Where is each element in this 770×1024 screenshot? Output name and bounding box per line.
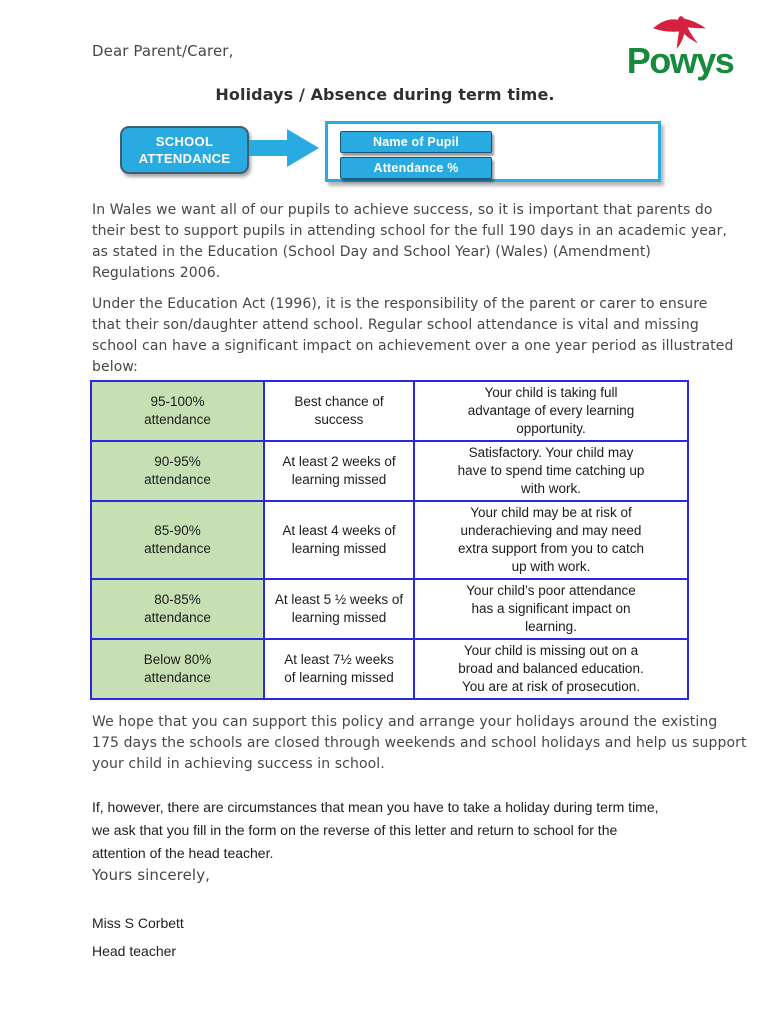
impact-cell: Satisfactory. Your child may have to spe… bbox=[413, 440, 689, 502]
learning-missed-cell: Best chance of success bbox=[263, 380, 415, 442]
learning-missed-cell: At least 2 weeks of learning missed bbox=[263, 440, 415, 502]
school-attendance-label: SCHOOL ATTENDANCE bbox=[138, 134, 231, 166]
signature-role: Head teacher bbox=[92, 943, 177, 959]
table-row: Below 80% attendance At least 7½ weeks o… bbox=[90, 638, 689, 700]
sign-off: Yours sincerely, bbox=[92, 866, 211, 884]
powys-logo: Powys bbox=[612, 12, 748, 81]
learning-missed-cell: At least 4 weeks of learning missed bbox=[263, 500, 415, 580]
table-row: 80-85% attendance At least 5 ½ weeks of … bbox=[90, 578, 689, 640]
attendance-range-cell: 90-95% attendance bbox=[90, 440, 265, 502]
paragraph-education-act: Under the Education Act (1996), it is th… bbox=[92, 296, 734, 375]
page-title: Holidays / Absence during term time. bbox=[215, 85, 555, 104]
red-kite-bird-icon bbox=[653, 16, 706, 49]
learning-missed-cell: At least 7½ weeks of learning missed bbox=[263, 638, 415, 700]
school-attendance-box: SCHOOL ATTENDANCE bbox=[120, 126, 249, 174]
attendance-impact-table: 95-100% attendance Best chance of succes… bbox=[90, 380, 689, 700]
impact-cell: Your child’s poor attendance has a signi… bbox=[413, 578, 689, 640]
table-row: 85-90% attendance At least 4 weeks of le… bbox=[90, 500, 689, 580]
paragraph-support-policy: We hope that you can support this policy… bbox=[92, 714, 747, 772]
impact-cell: Your child is taking full advantage of e… bbox=[413, 380, 689, 442]
red-kite-bird-path bbox=[653, 16, 706, 49]
impact-cell: Your child is missing out on a broad and… bbox=[413, 638, 689, 700]
paragraph-wales-success: In Wales we want all of our pupils to ac… bbox=[92, 202, 728, 281]
attendance-range-cell: 80-85% attendance bbox=[90, 578, 265, 640]
attendance-range-cell: 95-100% attendance bbox=[90, 380, 265, 442]
impact-cell: Your child may be at risk of underachiev… bbox=[413, 500, 689, 580]
name-of-pupil-button[interactable]: Name of Pupil bbox=[340, 131, 492, 153]
learning-missed-cell: At least 5 ½ weeks of learning missed bbox=[263, 578, 415, 640]
right-arrow-icon bbox=[249, 129, 319, 167]
attendance-percent-button[interactable]: Attendance % bbox=[340, 157, 492, 179]
signature-name: Miss S Corbett bbox=[92, 915, 184, 931]
table-row: 95-100% attendance Best chance of succes… bbox=[90, 380, 689, 442]
salutation: Dear Parent/Carer, bbox=[92, 42, 234, 60]
attendance-range-cell: 85-90% attendance bbox=[90, 500, 265, 580]
paragraph-holiday-form: If, however, there are circumstances tha… bbox=[92, 799, 659, 861]
right-arrow-shape bbox=[249, 129, 319, 167]
pupil-details-box: Name of Pupil Attendance % bbox=[325, 121, 661, 182]
attendance-range-cell: Below 80% attendance bbox=[90, 638, 265, 700]
table-row: 90-95% attendance At least 2 weeks of le… bbox=[90, 440, 689, 502]
powys-logo-text: Powys bbox=[626, 40, 735, 81]
